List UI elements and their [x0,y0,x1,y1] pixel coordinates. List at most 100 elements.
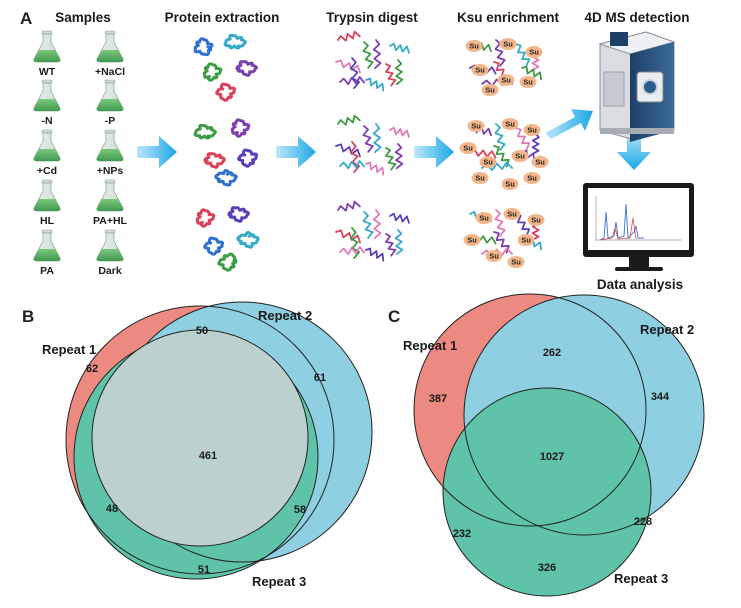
protein-blob [215,82,237,102]
svg-text:Su: Su [507,210,517,219]
flask-icon: -N [33,79,61,127]
panel-a-letter: A [20,9,32,28]
su-badge: Su [527,214,545,226]
svg-text:Su: Su [467,236,477,245]
enriched-peptide-strand [515,43,531,67]
panel-b-letter: B [22,307,34,326]
protein-blob [237,148,259,168]
su-badge: Su [523,172,541,184]
sample-label: +Cd [37,165,57,177]
su-badge: Su [501,118,519,130]
peptide-strand [372,123,382,153]
su-badge: Su [525,46,543,58]
protein-blob [203,236,225,256]
flask-icon: -P [96,79,124,127]
enriched-peptide-strand [521,65,542,81]
panel-c-letter: C [388,307,400,326]
svg-text:Su: Su [471,122,481,131]
peptide-strand [394,143,404,170]
svg-text:Su: Su [479,214,489,223]
peptide-strand [385,147,397,171]
spectrum-chart-icon [595,196,682,241]
enriched-peptide-strand [493,231,510,254]
venn-b-label-repeat1: Repeat 1 [42,342,96,357]
peptide-strand [337,200,361,212]
peptide-strand [385,233,397,257]
svg-text:Su: Su [527,174,537,183]
venn-diagram-b [65,301,373,580]
venn-b-count-r12: 50 [196,325,208,337]
su-badge: Su [465,40,483,52]
venn-b-label-repeat2: Repeat 2 [258,308,312,323]
venn-c-count-only2: 344 [651,391,670,403]
svg-text:Su: Su [535,158,545,167]
peptide-strand [365,77,385,92]
venn-b-count-only2: 61 [314,372,326,384]
su-badge: Su [523,124,541,136]
svg-text:Su: Su [501,76,511,85]
svg-text:Su: Su [505,180,515,189]
peptide-strand [394,229,404,256]
peptide-strand [372,39,382,69]
svg-text:Su: Su [523,78,533,87]
su-badge: Su [503,208,521,220]
protein-clusters [193,33,260,272]
venn-c-count-r13: 232 [453,528,471,540]
su-badge: Su [475,212,493,224]
header-ksu-enrichment: Ksu enrichment [457,10,560,25]
svg-text:Su: Su [485,86,495,95]
su-badge: Su [511,150,529,162]
su-badge: Su [517,234,535,246]
protein-blob [227,206,250,223]
peptide-strand [349,227,361,259]
sample-label: WT [39,66,56,78]
sample-label: PA+HL [93,215,128,227]
peptide-strand [335,229,361,244]
svg-text:Su: Su [463,144,473,153]
venn-c-count-only1: 387 [429,393,447,405]
protein-blob [235,60,258,77]
peptide-strand [372,209,382,239]
su-badge: Su [507,256,525,268]
su-badge: Su [471,64,489,76]
sample-label: PA [40,265,54,277]
flask-icon: +NPs [96,129,124,177]
venn-c-label-repeat1: Repeat 1 [403,338,457,353]
mass-spectrometer-icon [598,31,676,142]
flask-icon: +NaCl [95,30,125,78]
venn-c-count-only3: 326 [538,562,556,574]
protein-blob [214,169,238,187]
su-badge: Su [501,178,519,190]
venn-b-label-repeat3: Repeat 3 [252,574,306,589]
peptide-strand [362,41,374,69]
arrow-icon-2 [276,136,316,168]
su-badge: Su [463,234,481,246]
su-badge: Su [497,74,515,86]
peptide-strand [365,247,385,262]
su-badge: Su [481,84,499,96]
su-badge: Su [467,120,485,132]
flask-icon: PA [33,229,61,277]
svg-text:Su: Su [521,236,531,245]
protein-blob [193,123,217,140]
peptide-strand [362,211,374,239]
arrow-icon-1 [137,136,177,168]
sample-label: Dark [98,265,122,277]
protein-blob [236,231,260,249]
venn-b-count-r23: 58 [294,504,306,516]
flask-icon: HL [33,179,61,227]
peptide-strand [389,126,410,138]
sample-label: -N [41,115,52,127]
venn-c-count-all: 1027 [540,451,564,463]
svg-text:Su: Su [475,174,485,183]
enriched-peptide-strand [481,247,513,257]
venn-c-circle-repeat3 [443,388,651,596]
header-trypsin-digest: Trypsin digest [326,10,418,25]
flask-icon: PA+HL [93,179,128,227]
svg-text:Su: Su [489,252,499,261]
svg-text:Su: Su [469,42,479,51]
header-protein-extraction: Protein extraction [165,10,280,25]
enriched-peptide-strand [493,145,510,168]
enriched-peptide-strand [515,213,531,237]
